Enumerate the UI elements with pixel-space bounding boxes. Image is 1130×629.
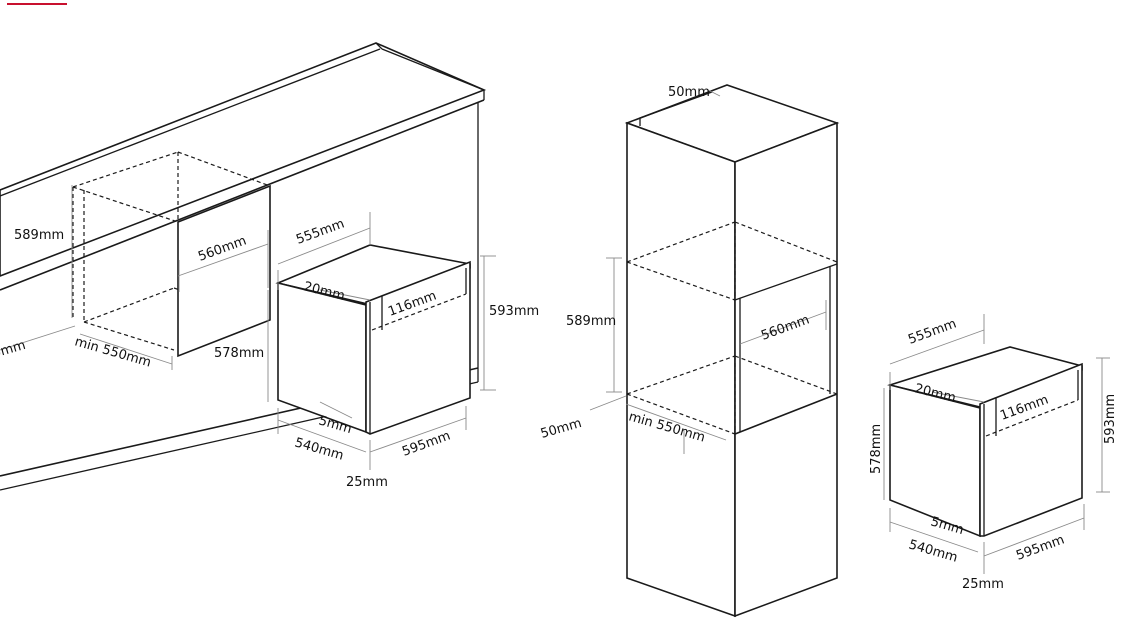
label-oven-25: 25mm <box>962 577 1004 592</box>
oven-dimensions: 555mm 20mm 116mm 593mm 578mm 5mm 540mm 5… <box>869 314 1118 592</box>
label-50: 50mm <box>0 338 27 364</box>
label-oven-578: 578mm <box>869 424 884 474</box>
label-595: 595mm <box>400 429 452 460</box>
label-oven-593: 593mm <box>1103 394 1118 444</box>
label-tall-589: 589mm <box>566 314 616 329</box>
tall-housing-unit: 50mm 589mm 560mm min 550mm 50mm <box>539 84 840 618</box>
label-oven-540: 540mm <box>907 537 959 565</box>
label-tall-50: 50mm <box>539 416 583 442</box>
cabinet-front-panel <box>177 184 271 358</box>
under-counter-installation: 589mm 560mm 555mm 20mm 116mm 593mm min 5… <box>0 42 539 491</box>
label-top-50: 50mm <box>668 85 710 100</box>
label-593: 593mm <box>489 304 539 319</box>
oven-unit-left <box>275 244 471 435</box>
label-589: 589mm <box>14 228 64 243</box>
dimension-lines-oven <box>883 314 1110 574</box>
label-25: 25mm <box>346 475 388 490</box>
label-oven-595: 595mm <box>1014 533 1066 564</box>
label-oven-555: 555mm <box>906 317 958 348</box>
label-555: 555mm <box>294 217 346 248</box>
dimension-lines-left <box>0 185 496 470</box>
dimension-lines-tall <box>589 89 827 454</box>
label-578: 578mm <box>214 346 264 361</box>
accent-bar <box>7 3 67 5</box>
label-540: 540mm <box>293 435 345 463</box>
